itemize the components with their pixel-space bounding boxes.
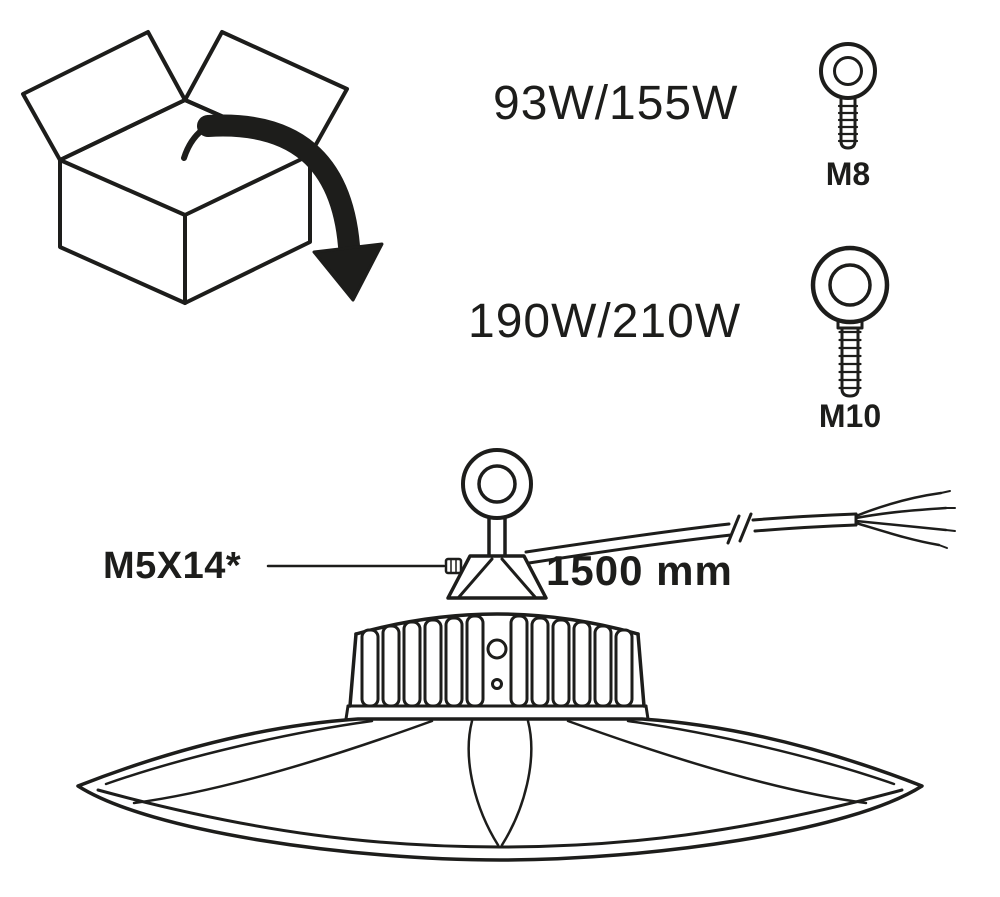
fixture-eyebolt-icon	[461, 448, 533, 562]
m10-eyebolt-icon	[810, 245, 890, 398]
m5-screw-icon	[444, 557, 463, 575]
mounting-bracket	[446, 554, 548, 600]
m8-size-label: M8	[825, 156, 871, 192]
wattage-large-label: 190W/210W	[468, 295, 742, 348]
power-cable-icon	[524, 490, 956, 565]
m10-size-label: M10	[818, 398, 882, 434]
stripped-wires	[854, 490, 956, 549]
highbay-fixture-icon	[76, 448, 956, 862]
m8-eyebolt-icon	[819, 42, 877, 150]
center-screw-hole	[486, 638, 508, 660]
wattage-small-label: 93W/155W	[493, 77, 739, 130]
heatsink-fins	[360, 614, 634, 708]
m5-screw-label: M5X14*	[103, 545, 242, 587]
unpack-arrow-icon	[181, 114, 384, 302]
center-pinhole	[491, 678, 503, 690]
cable-length-label: 1500 mm	[546, 547, 733, 594]
open-box-icon	[21, 30, 349, 305]
reflector-ridges	[104, 719, 896, 847]
